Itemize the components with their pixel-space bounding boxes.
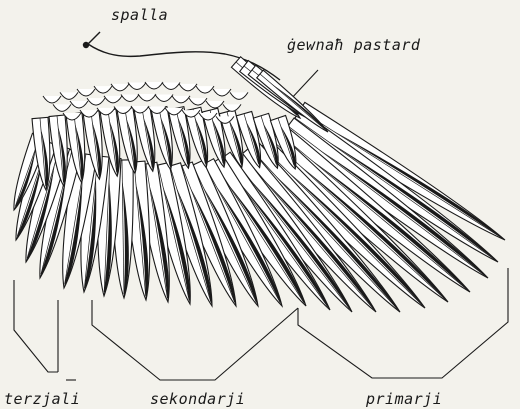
covert-scale (70, 101, 88, 108)
covert-scale (172, 96, 190, 103)
covert-scale (77, 89, 95, 96)
covert-scale (87, 98, 105, 105)
covert-scale (43, 96, 61, 103)
covert-scale (230, 92, 248, 99)
spalla-label: spalla (111, 6, 168, 24)
primarji-label: primarji (366, 390, 442, 408)
pastard-leader-line (290, 70, 318, 100)
terzjali-label: terzjali (4, 390, 80, 408)
tertials-bracket (14, 280, 76, 380)
covert-scale (206, 101, 224, 108)
covert-scale (189, 98, 207, 105)
covert-scale (128, 82, 146, 89)
covert-scale (145, 82, 163, 89)
covert-scale (53, 104, 71, 111)
covert-scale (196, 86, 214, 93)
covert-scale (179, 84, 197, 91)
sekondarji-label: sekondarji (150, 390, 245, 408)
covert-scale (104, 96, 122, 103)
covert-scale (155, 94, 173, 101)
covert-scale (162, 82, 180, 89)
gewnah-pastard-label: ġewnaħ pastard (287, 36, 420, 54)
covert-scale (94, 86, 112, 93)
covert-scale (213, 89, 231, 96)
covert-scale (138, 94, 156, 101)
covert-scale (111, 84, 129, 91)
covert-scale (60, 92, 78, 99)
covert-scale (121, 94, 139, 101)
covert-scale (223, 104, 241, 111)
secondaries-bracket (92, 300, 298, 380)
shoulder-marker (83, 42, 89, 48)
